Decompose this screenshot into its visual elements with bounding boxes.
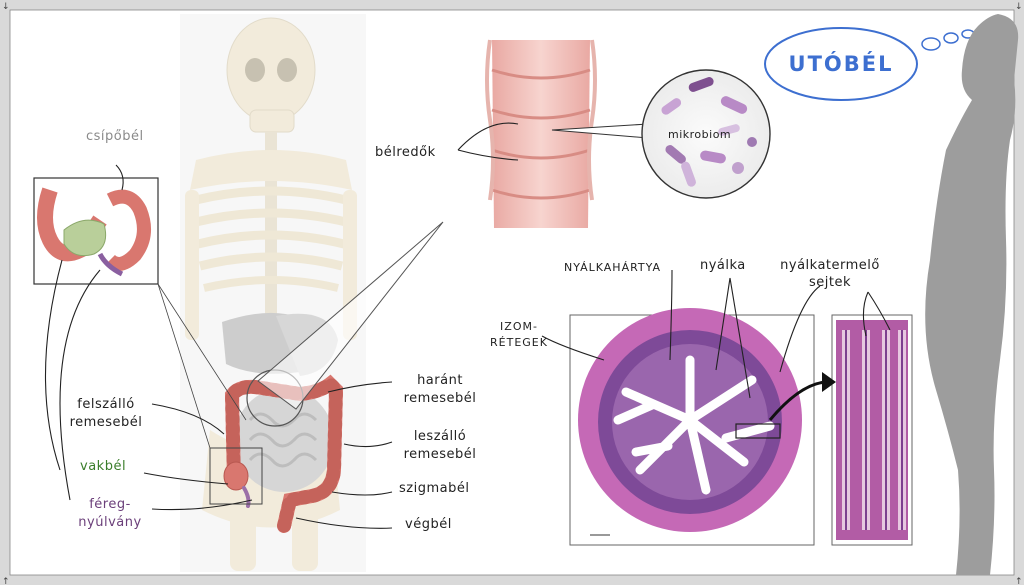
svg-text:↓: ↓ bbox=[2, 2, 10, 12]
label-leszallo-2: remesebél bbox=[403, 447, 477, 462]
svg-text:↑: ↑ bbox=[2, 577, 10, 585]
label-izomretegek-1: IZOM- bbox=[500, 320, 538, 333]
page-title: UTÓBÉL bbox=[788, 52, 894, 76]
label-csipobel: csípőbél bbox=[86, 129, 144, 144]
label-leszallo-1: leszálló bbox=[413, 429, 467, 444]
label-mikrobiom: mikrobiom bbox=[668, 128, 732, 141]
label-nyalkahartya: NYÁLKAHÁRTYA bbox=[564, 261, 662, 274]
title-bubble-shape bbox=[764, 27, 975, 101]
label-nyalkatermelo-2: sejtek bbox=[808, 275, 851, 290]
label-nyalka: nyálka bbox=[700, 258, 746, 273]
label-harant-1: haránt bbox=[417, 373, 463, 388]
microbiome-circle bbox=[641, 69, 771, 199]
zoom-cone bbox=[257, 221, 444, 410]
label-fereg-1: féreg- bbox=[89, 497, 131, 512]
colon bbox=[223, 374, 344, 533]
colon-segment bbox=[457, 39, 649, 228]
label-fereg-2: nyúlvány bbox=[78, 515, 142, 530]
svg-text:↓: ↓ bbox=[1015, 2, 1023, 12]
label-szigmabel: szigmabél bbox=[399, 481, 470, 496]
label-vakbel: vakbél bbox=[80, 459, 127, 474]
cecum-inset bbox=[33, 177, 263, 505]
label-nyalkatermelo-1: nyálkatermelő bbox=[780, 258, 880, 273]
leader-lines bbox=[44, 164, 891, 529]
label-harant-2: remesebél bbox=[403, 391, 477, 406]
label-belredok: bélredők bbox=[375, 145, 436, 160]
label-felszallo-2: remesebél bbox=[69, 415, 143, 430]
mucosa-zoom bbox=[768, 314, 913, 546]
label-vegbel: végbél bbox=[405, 517, 452, 532]
label-izomretegek-2: RÉTEGEK bbox=[490, 336, 548, 349]
label-felszallo-1: felszálló bbox=[77, 397, 135, 412]
small-intestine bbox=[234, 388, 334, 492]
svg-text:↑: ↑ bbox=[1015, 577, 1023, 585]
histology-section bbox=[569, 308, 815, 546]
silhouette bbox=[925, 14, 1019, 575]
